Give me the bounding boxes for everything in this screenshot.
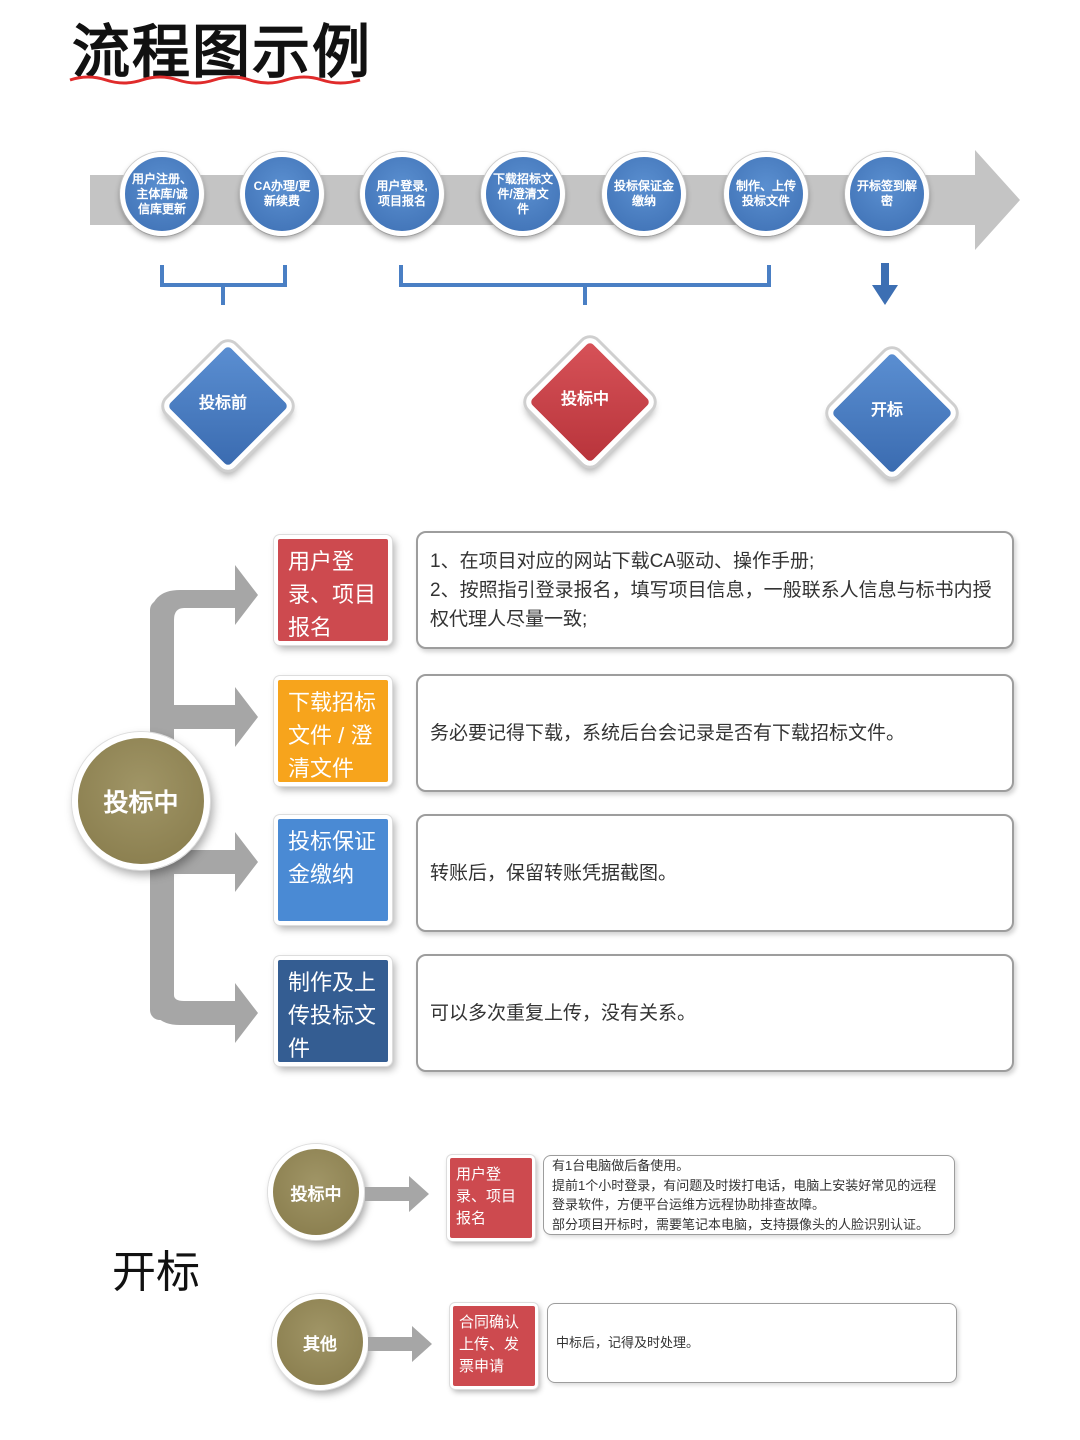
desc-download: 务必要记得下载，系统后台会记录是否有下载招标文件。 [416,674,1014,792]
tile-download: 下载招标文件 / 澄清文件 [274,676,392,786]
desc-line: 务必要记得下载，系统后台会记录是否有下载招标文件。 [430,722,906,744]
desc-deposit: 转账后，保留转账凭据截图。 [416,814,1014,932]
down-arrow-icon [872,263,898,305]
phase-before: 投标前 [158,336,296,474]
phase-label: 开标 [870,402,903,419]
phase-during: 投标中 [520,332,658,470]
section-label-open: 开标 [112,1248,200,1297]
bracket-during [399,265,771,305]
step-upload: 制作、上传投标文件 [724,152,808,236]
desc-line: 2、按照指引登录报名，填写项目信息，一般联系人信息与标书内授权代理人尽量一致; [430,579,992,630]
phase-label: 投标中 [560,391,609,408]
step-login: 用户登录,项目报名 [360,152,444,236]
right-arrow-icon [365,1176,429,1212]
phase-label: 投标前 [198,395,247,412]
tile-login: 用户登录、项目报名 [274,535,392,645]
desc-line: 部分项目开标时，需要笔记本电脑，支持摄像头的人脸识别认证。 [552,1216,930,1232]
desc-line: 中标后，记得及时处理。 [556,1335,700,1351]
title-underline [69,75,361,85]
row-tile-contract: 合同确认上传、发票申请 [450,1303,538,1389]
phase-open: 开标 [822,343,960,481]
hub-circle: 投标中 [72,732,210,870]
desc-upload: 可以多次重复上传，没有关系。 [416,954,1014,1072]
tile-deposit: 投标保证金缴纳 [274,815,392,925]
row-tile-login: 用户登录、项目报名 [447,1155,535,1241]
desc-line: 提前1个小时登录，有问题及时拨打电话，电脑上安装好常见的远程登录软件，方便平台运… [552,1177,937,1213]
desc-line: 转账后，保留转账凭据截图。 [430,862,678,884]
step-ca: CA办理/更新续费 [240,152,324,236]
desc-line: 有1台电脑做后备使用。 [552,1158,690,1173]
tile-upload: 制作及上传投标文件 [274,956,392,1066]
page-title: 流程图示例 [72,20,373,85]
desc-line: 1、在项目对应的网站下载CA驱动、操作手册; [430,550,815,572]
bracket-before [160,265,287,305]
row-desc-other: 中标后，记得及时处理。 [547,1303,957,1383]
desc-login: 1、在项目对应的网站下载CA驱动、操作手册; 2、按照指引登录报名，填写项目信息… [416,531,1014,649]
step-open: 开标签到解密 [845,152,929,236]
step-register: 用户注册、主体库/诚信库更新 [120,152,204,236]
step-deposit: 投标保证金缴纳 [602,152,686,236]
desc-line: 可以多次重复上传，没有关系。 [430,1002,697,1024]
row-desc-bidding: 有1台电脑做后备使用。 提前1个小时登录，有问题及时拨打电话，电脑上安装好常见的… [543,1155,955,1235]
right-arrow-icon [368,1326,432,1362]
row-circle-bidding: 投标中 [268,1144,364,1240]
row-circle-other: 其他 [272,1294,368,1390]
step-download: 下载招标文件/澄清文件 [481,152,565,236]
